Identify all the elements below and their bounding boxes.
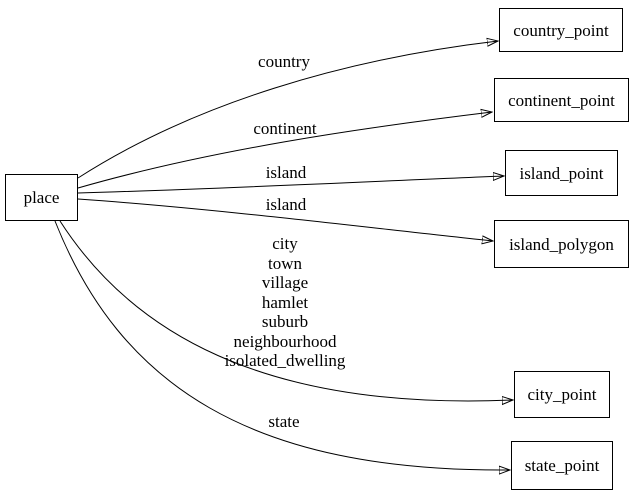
edge-label-country: country (258, 52, 310, 71)
node-island_point-label: island_point (519, 163, 604, 183)
edge-label-continent: continent (253, 119, 317, 138)
node-state_point: state_point (511, 441, 613, 490)
edge-place-island_polygon (77, 198, 493, 241)
edge-place-continent_point (77, 112, 492, 189)
node-island_polygon: island_polygon (494, 220, 629, 268)
node-city_point-label: city_point (527, 385, 597, 404)
node-city_point: city_point (514, 371, 610, 418)
node-island_point: island_point (505, 150, 618, 196)
edge-label-city-stack: city town village hamlet suburb neighbou… (224, 234, 346, 370)
node-country_point-label: country_point (513, 20, 609, 40)
edge-label-island-point: island (265, 163, 307, 182)
edge-place-island_point (77, 176, 504, 194)
node-place-label: place (23, 188, 60, 207)
node-place: place (5, 174, 78, 221)
edge-place-country_point (77, 41, 498, 179)
node-country_point: country_point (499, 8, 623, 52)
edge-place-city_point (59, 220, 513, 401)
edge-place-state_point (54, 220, 510, 470)
edge-label-island-polygon: island (265, 195, 307, 214)
node-state_point-label: state_point (524, 456, 600, 475)
edge-label-state: state (268, 412, 300, 431)
node-continent_point-label: continent_point (508, 90, 615, 110)
node-island_polygon-label: island_polygon (509, 234, 614, 254)
node-continent_point: continent_point (494, 78, 629, 122)
